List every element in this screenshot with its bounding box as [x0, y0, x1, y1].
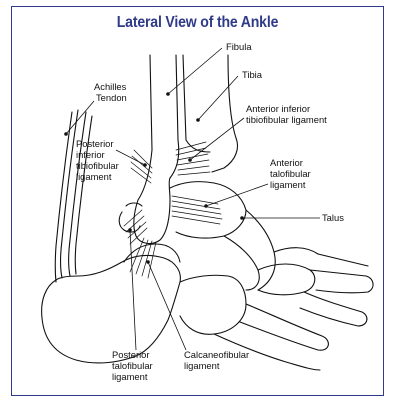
label-posterior-talofibular: Posterior talofibular ligament: [112, 349, 155, 382]
label-calcaneofibular: Calcaneofibular ligament: [184, 349, 252, 371]
label-fibula: Fibula: [226, 41, 252, 52]
metatarsal-3: [240, 304, 328, 350]
navicular-bone: [224, 236, 259, 290]
fibula-bone-front: [170, 55, 179, 178]
metatarsal-1: [310, 270, 373, 293]
leader-posterior-talofibular: [130, 230, 136, 350]
cuboid-bone: [180, 275, 246, 334]
label-anterior-talofibular: Anterior talofibular ligament: [270, 157, 313, 190]
label-achilles: Achilles Tendon: [94, 81, 129, 103]
calcaneus-bone: [42, 255, 181, 363]
talus-bone: [170, 182, 246, 238]
leader-tibia: [198, 76, 238, 120]
leader-anterior-talofibular: [206, 184, 268, 206]
anterior-talofibular-ligament: [172, 196, 222, 224]
metatarsal-2: [300, 292, 367, 326]
label-talus: Talus: [322, 212, 344, 223]
lateral-malleolus: [134, 178, 170, 243]
label-posterior-inferior-tibiofibular: Posterior inferior tibiofibular ligament: [76, 138, 121, 182]
label-anterior-inferior-tibiofibular: Anterior inferior tibiofibular ligament: [246, 103, 327, 125]
posterior-inferior-tibiofibular-ligament: [131, 150, 152, 183]
label-tibia: Tibia: [242, 69, 263, 80]
anterior-inferior-tibiofibular-ligament: [176, 142, 210, 175]
tibia-bone-front: [212, 55, 238, 172]
